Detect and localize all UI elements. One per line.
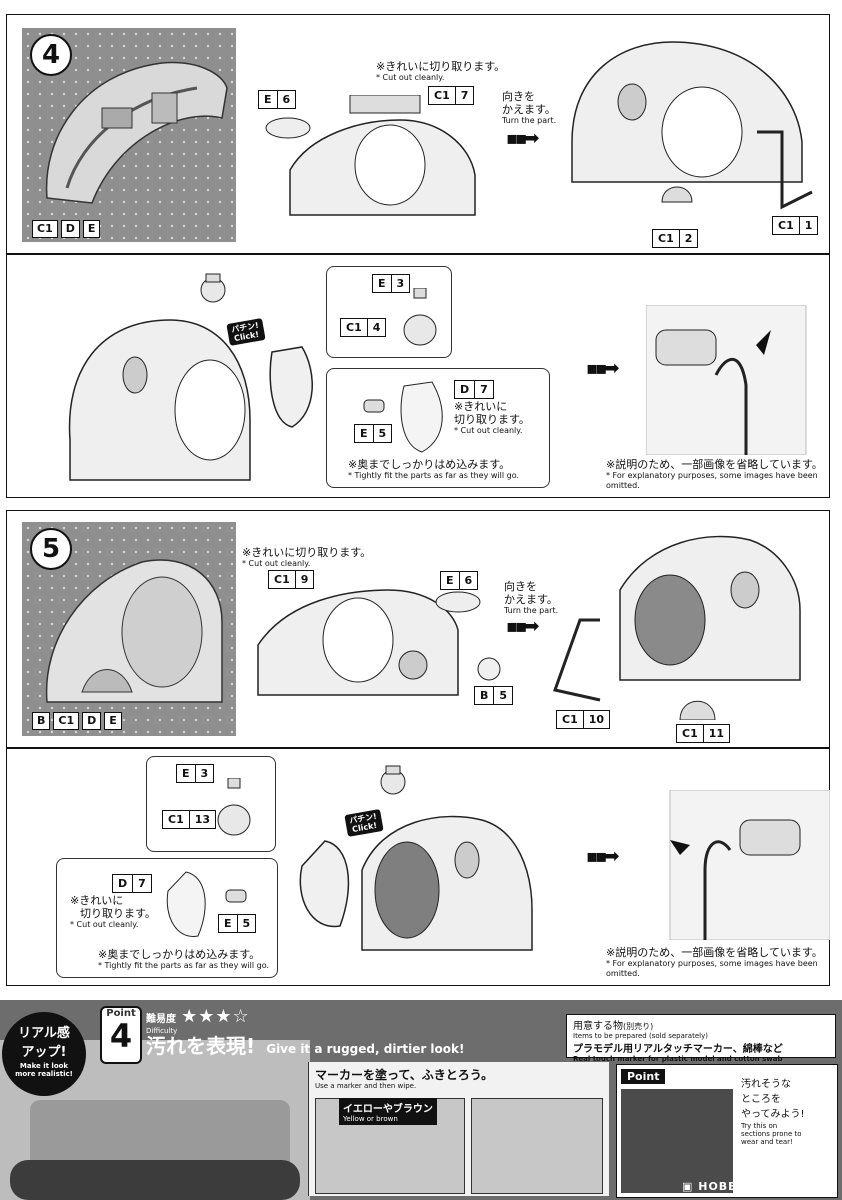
step5-divider	[6, 747, 830, 749]
part-tree-b: B	[32, 712, 51, 730]
step5-hatch-inner	[166, 871, 206, 937]
point-number-box: Point 4	[100, 1006, 142, 1064]
step4-dome-assembly	[403, 288, 437, 346]
step5-reference-photo: 5 B C1 D E	[22, 522, 236, 736]
step4-reference-photo: 4 C1 D E	[22, 28, 236, 242]
prepare-box: 用意する物(別売り) Items to be prepared (sold se…	[566, 1014, 836, 1063]
step5-next-arrow-icon: ▪▪➡	[586, 846, 620, 867]
step4-omitted-note: ※説明のため、一部画像を省略しています。 * For explanatory p…	[606, 458, 823, 490]
step4-assembled-illustration	[571, 41, 813, 210]
part-tree-c1: C1	[53, 712, 80, 730]
point-panel: リアル感 アップ! Make it look more realistic! P…	[0, 1000, 842, 1200]
step5-assembled-illustration	[553, 535, 801, 720]
step5-body-illustration	[361, 815, 533, 951]
step5-round-part-b5	[477, 657, 501, 681]
point-tip-box: Point 汚れそうな ところを やってみよう! Try this on sec…	[616, 1064, 838, 1198]
tip-photo	[621, 1089, 733, 1193]
step5-frame-part-illustration	[257, 589, 481, 696]
difficulty-label: 難易度 ★★★☆ Difficulty	[146, 1006, 250, 1035]
step4-photo-part-illustration	[45, 61, 228, 204]
next-arrow-icon: ▪▪➡	[506, 128, 540, 149]
step4-detail-illustration	[646, 305, 807, 455]
part-tree-d: D	[60, 220, 80, 238]
step5-photo-part-illustration	[45, 559, 223, 703]
step4-cut-note-2: ※きれいに 切り取ります。 * Cut out cleanly.	[454, 400, 530, 435]
step5-omitted-note: ※説明のため、一部画像を省略しています。 * For explanatory p…	[606, 946, 823, 978]
point-tab: Point	[621, 1069, 666, 1084]
after-photo	[471, 1098, 603, 1194]
tank-photo	[0, 1040, 310, 1200]
realism-badge: リアル感 アップ! Make it look more realistic!	[2, 1012, 86, 1096]
cut-cleanly-note: ※きれいに切り取ります。 * Cut out cleanly.	[376, 60, 506, 82]
step4-hatch-inner	[400, 381, 443, 453]
step4-next-arrow-icon: ▪▪➡	[586, 358, 620, 379]
color-label: イエローやブラウン Yellow or brown	[339, 1098, 437, 1125]
step5-turn-part-note: 向きを かえます。 Turn the part.	[504, 580, 559, 615]
watermark: ▣ HOBBY SEARCH	[682, 1180, 807, 1193]
step4-body-illustration	[68, 319, 251, 481]
step4-part-list: C1 D E	[32, 220, 101, 238]
part-tree-d: D	[82, 712, 102, 730]
step4-dome-part	[200, 273, 226, 303]
step4-fit-note: ※奥までしっかりはめ込みます。 * Tightly fit the parts …	[348, 458, 520, 480]
hobby-search-icon: ▣	[682, 1180, 699, 1193]
step5-dome-assembly	[217, 778, 251, 836]
step5-part-list: B C1 D E	[32, 712, 122, 730]
part-tree-e: E	[82, 220, 101, 238]
step5-cut-note: ※きれいに切り取ります。 * Cut out cleanly.	[242, 546, 372, 568]
part-tree-c1: C1	[32, 220, 58, 238]
step4-frame-part-illustration	[265, 95, 476, 216]
step5-fit-note: ※奥までしっかりはめ込みます。 * Tightly fit the parts …	[98, 948, 270, 970]
step5-cut-note-2: ※きれいに 切り取ります。 * Cut out cleanly.	[70, 894, 156, 929]
step5-small-part-e5	[225, 889, 247, 903]
step4-small-part-e5	[363, 399, 385, 413]
step5-number: 5	[30, 528, 72, 570]
marker-instruction-box: マーカーを塗って、ふきとろう。 Use a marker and then wi…	[308, 1062, 609, 1196]
step4-number: 4	[30, 34, 72, 76]
step4-divider	[6, 253, 830, 255]
step5-detail-illustration	[669, 790, 830, 940]
turn-part-note: 向きを かえます。 Turn the part.	[502, 90, 557, 125]
step5-hatch-cover	[299, 840, 350, 928]
part-tree-e: E	[104, 712, 122, 730]
step5-next-arrow-icon: ▪▪➡	[506, 616, 540, 637]
step5-dome-part	[380, 765, 406, 795]
step4-hatch-cover	[269, 346, 313, 428]
point-title: 汚れを表現! Give it a rugged, dirtier look!	[146, 1034, 465, 1058]
